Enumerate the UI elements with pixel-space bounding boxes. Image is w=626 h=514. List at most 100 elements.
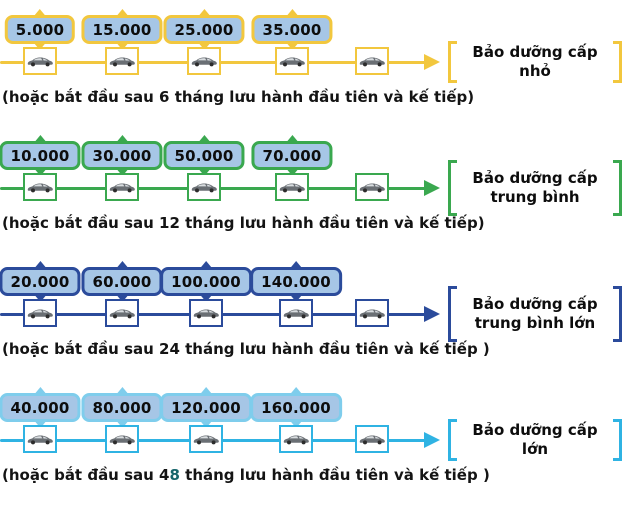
milestone-callout: 120.000 (160, 387, 252, 428)
row-caption: (hoặc bắt đầu sau 12 tháng lưu hành đầu … (2, 214, 485, 232)
milestone-callout: 20.000 (0, 261, 81, 302)
car-marker (187, 47, 221, 75)
milestone-value: 30.000 (92, 147, 152, 165)
car-icon (359, 183, 385, 192)
caret-up-icon (35, 261, 45, 267)
caret-up-icon (117, 261, 127, 267)
milestone-value: 25.000 (174, 21, 234, 39)
car-icon (359, 435, 385, 444)
milestone-value: 15.000 (92, 21, 152, 39)
maintenance-level-label: Bảo dưỡng cấp trung bình lớn (472, 295, 598, 332)
car-icon (27, 309, 53, 318)
milestone-value: 120.000 (171, 399, 241, 417)
car-icon (27, 183, 53, 192)
row-caption: (hoặc bắt đầu sau 6 tháng lưu hành đầu t… (2, 88, 475, 106)
caret-up-icon (117, 387, 127, 393)
milestone-value: 50.000 (174, 147, 234, 165)
car-marker (105, 299, 139, 327)
car-marker (189, 299, 223, 327)
milestone-callout: 80.000 (81, 387, 163, 428)
milestone-value: 70.000 (262, 147, 322, 165)
milestone-label: 10.000 (0, 141, 81, 170)
car-marker (355, 425, 389, 453)
car-icon (359, 57, 385, 66)
milestone-label: 70.000 (251, 141, 333, 170)
milestone-value: 20.000 (10, 273, 70, 291)
caret-up-icon (117, 135, 127, 141)
milestone-label: 20.000 (0, 267, 81, 296)
right-arrowhead-icon (424, 54, 440, 70)
bracket-right-icon (613, 160, 622, 216)
maintenance-level-label: Bảo dưỡng cấp lớn (472, 421, 598, 458)
caret-up-icon (199, 135, 209, 141)
right-arrowhead-icon (424, 306, 440, 322)
caret-up-icon (200, 387, 211, 393)
bracket-left-icon (448, 160, 457, 216)
milestone-callout: 100.000 (160, 261, 252, 302)
car-marker (105, 425, 139, 453)
milestone-callout: 40.000 (0, 387, 81, 428)
car-icon (279, 183, 305, 192)
caret-up-icon (287, 9, 297, 15)
car-marker (23, 425, 57, 453)
car-marker (23, 299, 57, 327)
car-icon (27, 57, 53, 66)
car-icon (283, 435, 309, 444)
car-icon (109, 435, 135, 444)
car-icon (279, 57, 305, 66)
milestone-callout: 50.000 (163, 135, 245, 176)
milestone-value: 10.000 (10, 147, 70, 165)
milestone-label: 60.000 (81, 267, 163, 296)
car-marker (189, 425, 223, 453)
caret-up-icon (35, 135, 45, 141)
milestone-callout: 5.000 (4, 9, 76, 50)
maintenance-level-label: Bảo dưỡng cấp trung bình (472, 169, 598, 206)
car-icon (109, 57, 135, 66)
caret-up-icon (200, 261, 211, 267)
row-medium-large-maintenance: 20.000 60.000 100.000 140.000 (hoặc bắt … (0, 260, 626, 386)
milestone-value: 5.000 (15, 21, 65, 39)
car-icon (191, 183, 217, 192)
right-arrowhead-icon (424, 432, 440, 448)
milestone-label: 40.000 (0, 393, 81, 422)
milestone-label: 50.000 (163, 141, 245, 170)
car-icon (109, 183, 135, 192)
milestone-callout: 30.000 (81, 135, 163, 176)
row-medium-maintenance: 10.000 30.000 50.000 70.000 (hoặc bắt đầ… (0, 134, 626, 260)
milestone-label: 5.000 (4, 15, 76, 44)
milestone-label: 140.000 (250, 267, 342, 296)
maintenance-level-label: Bảo dưỡng cấp nhỏ (472, 43, 598, 80)
milestone-callout: 160.000 (250, 387, 342, 428)
caret-up-icon (199, 9, 209, 15)
caret-up-icon (290, 261, 301, 267)
milestone-label: 15.000 (81, 15, 163, 44)
bracket-right-icon (613, 419, 622, 461)
bracket-left-icon (448, 286, 457, 342)
car-icon (283, 309, 309, 318)
car-icon (27, 435, 53, 444)
car-icon (109, 309, 135, 318)
bracket-right-icon (613, 41, 622, 83)
milestone-label: 80.000 (81, 393, 163, 422)
milestone-value: 40.000 (10, 399, 70, 417)
car-marker (105, 173, 139, 201)
caret-up-icon (35, 387, 45, 393)
milestone-label: 35.000 (251, 15, 333, 44)
milestone-label: 30.000 (81, 141, 163, 170)
row-caption: (hoặc bắt đầu sau 24 tháng lưu hành đầu … (2, 340, 490, 358)
milestone-callout: 25.000 (163, 9, 245, 50)
car-marker (23, 47, 57, 75)
milestone-label: 160.000 (250, 393, 342, 422)
bracket-label: Bảo dưỡng cấp nhỏ (448, 41, 622, 83)
bracket-right-icon (613, 286, 622, 342)
milestone-label: 120.000 (160, 393, 252, 422)
row-large-maintenance: 40.000 80.000 120.000 160.000 (hoặc bắt … (0, 386, 626, 512)
right-arrowhead-icon (424, 180, 440, 196)
car-marker (23, 173, 57, 201)
milestone-callout: 35.000 (251, 9, 333, 50)
caret-up-icon (290, 387, 301, 393)
milestone-value: 100.000 (171, 273, 241, 291)
car-marker (279, 299, 313, 327)
milestone-value: 80.000 (92, 399, 152, 417)
